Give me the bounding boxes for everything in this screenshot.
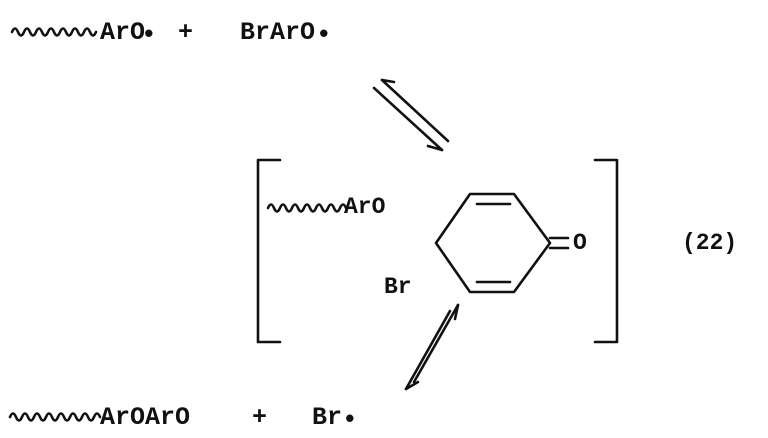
product-radical-dot: • — [342, 405, 358, 435]
reactant-aryloxy-radical: ArO — [100, 18, 146, 47]
product-bromine-radical: Br — [312, 403, 343, 432]
product-plus-sign: + — [252, 403, 268, 432]
polymer-chain-wavy-line-top — [10, 27, 98, 37]
equilibrium-arrow-upper — [372, 78, 450, 152]
polymer-chain-wavy-line-bottom — [8, 412, 102, 422]
polymer-chain-wavy-line-middle — [266, 203, 348, 213]
intermediate-carbonyl-oxygen: O — [573, 230, 587, 256]
left-bracket — [256, 158, 282, 344]
intermediate-bromo-substituent: Br — [384, 274, 412, 300]
cyclohexadienone-ring — [434, 192, 570, 294]
reactant-bromo-radical-dot: • — [316, 20, 332, 50]
equation-number: (22) — [682, 230, 738, 256]
equilibrium-arrow-lower — [404, 303, 460, 391]
right-bracket — [593, 158, 619, 344]
reactant-bromoaryloxy-radical: BrArO — [240, 18, 316, 47]
reactant-radical-dot: • — [141, 20, 157, 50]
product-coupled-ether: ArOArO — [100, 403, 191, 432]
intermediate-aryloxy-substituent: ArO — [344, 194, 386, 220]
reactant-plus-sign: + — [178, 18, 194, 47]
